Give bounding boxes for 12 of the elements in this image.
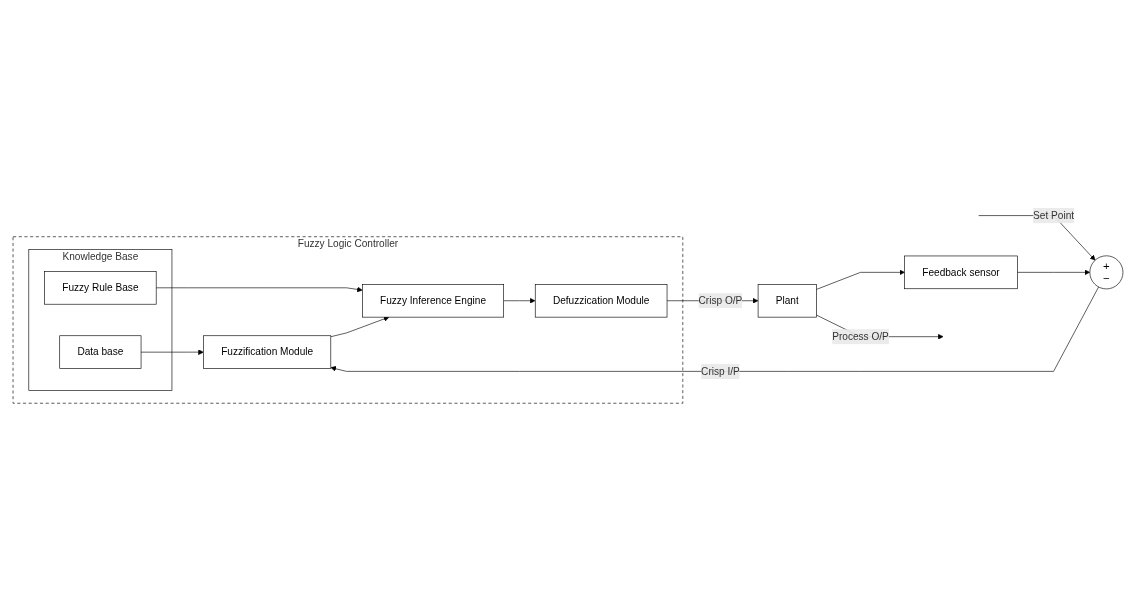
edge-label: Crisp I/P: [701, 365, 740, 377]
node-box: Data base: [59, 335, 142, 369]
edge-label: Set Point: [1033, 209, 1075, 221]
node-box: Fuzzification Module: [203, 335, 332, 369]
node-box: Fuzzy Inference Engine: [362, 284, 504, 318]
node-box: Feedback sensor: [904, 255, 1018, 290]
node-circle: + −: [1089, 255, 1124, 290]
node-box: Fuzzy Rule Base: [44, 271, 157, 305]
node-box: Plant: [757, 284, 817, 318]
edge-label: Crisp O/P: [698, 295, 743, 306]
node-box: Defuzzication Module: [534, 284, 668, 318]
edge-label: Process O/P: [832, 331, 889, 342]
